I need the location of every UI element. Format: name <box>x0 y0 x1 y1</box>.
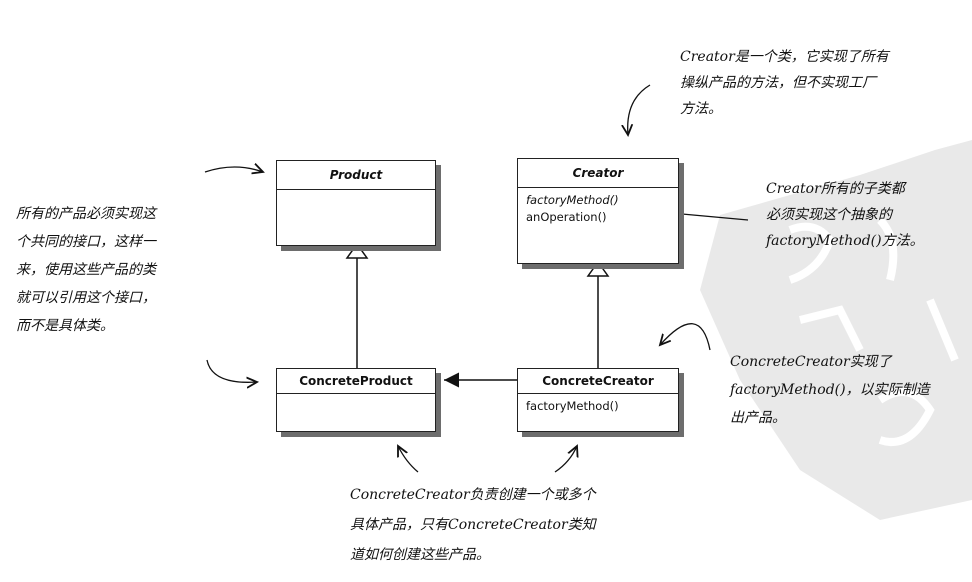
concrete-creator-note-line-3: 出产品。 <box>730 410 786 426</box>
bottom-note-line-1: ConcreteCreator负责创建一个或多个 <box>350 487 596 503</box>
product-note-line-2: 个共同的接口，这样一 <box>16 234 156 250</box>
concrete-product-class-name: ConcreteProduct <box>277 369 435 394</box>
product-interface-note: 所有的产品必须实现这 个共同的接口，这样一 来，使用这些产品的类 就可以引用这个… <box>16 200 156 340</box>
subclass-note-line-3: factoryMethod()方法。 <box>766 233 924 249</box>
creator-note: Creator是一个类，它实现了所有 操纵产品的方法，但不实现工厂 方法。 <box>680 44 889 122</box>
inheritance-triangle-product <box>345 242 369 259</box>
concrete-creator-bottom-note: ConcreteCreator负责创建一个或多个 具体产品，只有Concrete… <box>350 480 596 570</box>
creator-note-line-1: Creator是一个类，它实现了所有 <box>680 49 889 65</box>
concrete-creator-note-line-2: factoryMethod()，以实际制造 <box>730 382 930 398</box>
bottom-note-arrow-left <box>398 446 419 473</box>
product-note-line-5: 而不是具体类。 <box>16 318 114 334</box>
product-note-arrow <box>204 167 263 172</box>
concrete-product-class-box: ConcreteProduct <box>276 368 436 432</box>
product-note-line-4: 就可以引用这个接口， <box>16 290 156 306</box>
creator-note-line-2: 操纵产品的方法，但不实现工厂 <box>680 75 876 91</box>
concrete-creator-method-factory: factoryMethod() <box>526 399 619 413</box>
product-note-line-1: 所有的产品必须实现这 <box>16 206 156 222</box>
creator-class-name: Creator <box>518 159 678 188</box>
product-note-arrow-2 <box>206 359 257 382</box>
concrete-creator-class-name: ConcreteCreator <box>518 369 678 394</box>
product-class-body <box>277 190 435 198</box>
concrete-creator-note-arrow <box>660 323 711 351</box>
creator-class-body: factoryMethod() anOperation() <box>518 188 678 230</box>
concrete-creator-class-box: ConcreteCreator factoryMethod() <box>517 368 679 432</box>
bottom-note-line-3: 道如何创建这些产品。 <box>350 547 490 563</box>
creator-note-line-3: 方法。 <box>680 101 722 117</box>
bottom-note-arrow-right <box>554 446 577 473</box>
product-class-box: Product <box>276 160 436 246</box>
creator-class-box: Creator factoryMethod() anOperation() <box>517 158 679 264</box>
subclass-note-line-1: Creator所有的子类都 <box>766 181 905 197</box>
subclass-note-line-2: 必须实现这个抽象的 <box>766 207 892 223</box>
bottom-note-line-2: 具体产品，只有ConcreteCreator类知 <box>350 517 596 533</box>
concrete-creator-note-line-1: ConcreteCreator实现了 <box>730 354 892 370</box>
concrete-creator-note: ConcreteCreator实现了 factoryMethod()，以实际制造… <box>730 348 930 432</box>
subclass-note: Creator所有的子类都 必须实现这个抽象的 factoryMethod()方… <box>766 176 924 254</box>
creator-method-factory: factoryMethod() <box>526 193 619 207</box>
concrete-product-class-body <box>277 394 435 402</box>
inheritance-triangle-creator <box>586 260 610 277</box>
concrete-creator-class-body: factoryMethod() <box>518 394 678 419</box>
product-note-line-3: 来，使用这些产品的类 <box>16 262 156 278</box>
creator-method-operation: anOperation() <box>526 210 607 224</box>
creator-note-arrow <box>628 84 651 135</box>
product-class-name: Product <box>277 161 435 190</box>
